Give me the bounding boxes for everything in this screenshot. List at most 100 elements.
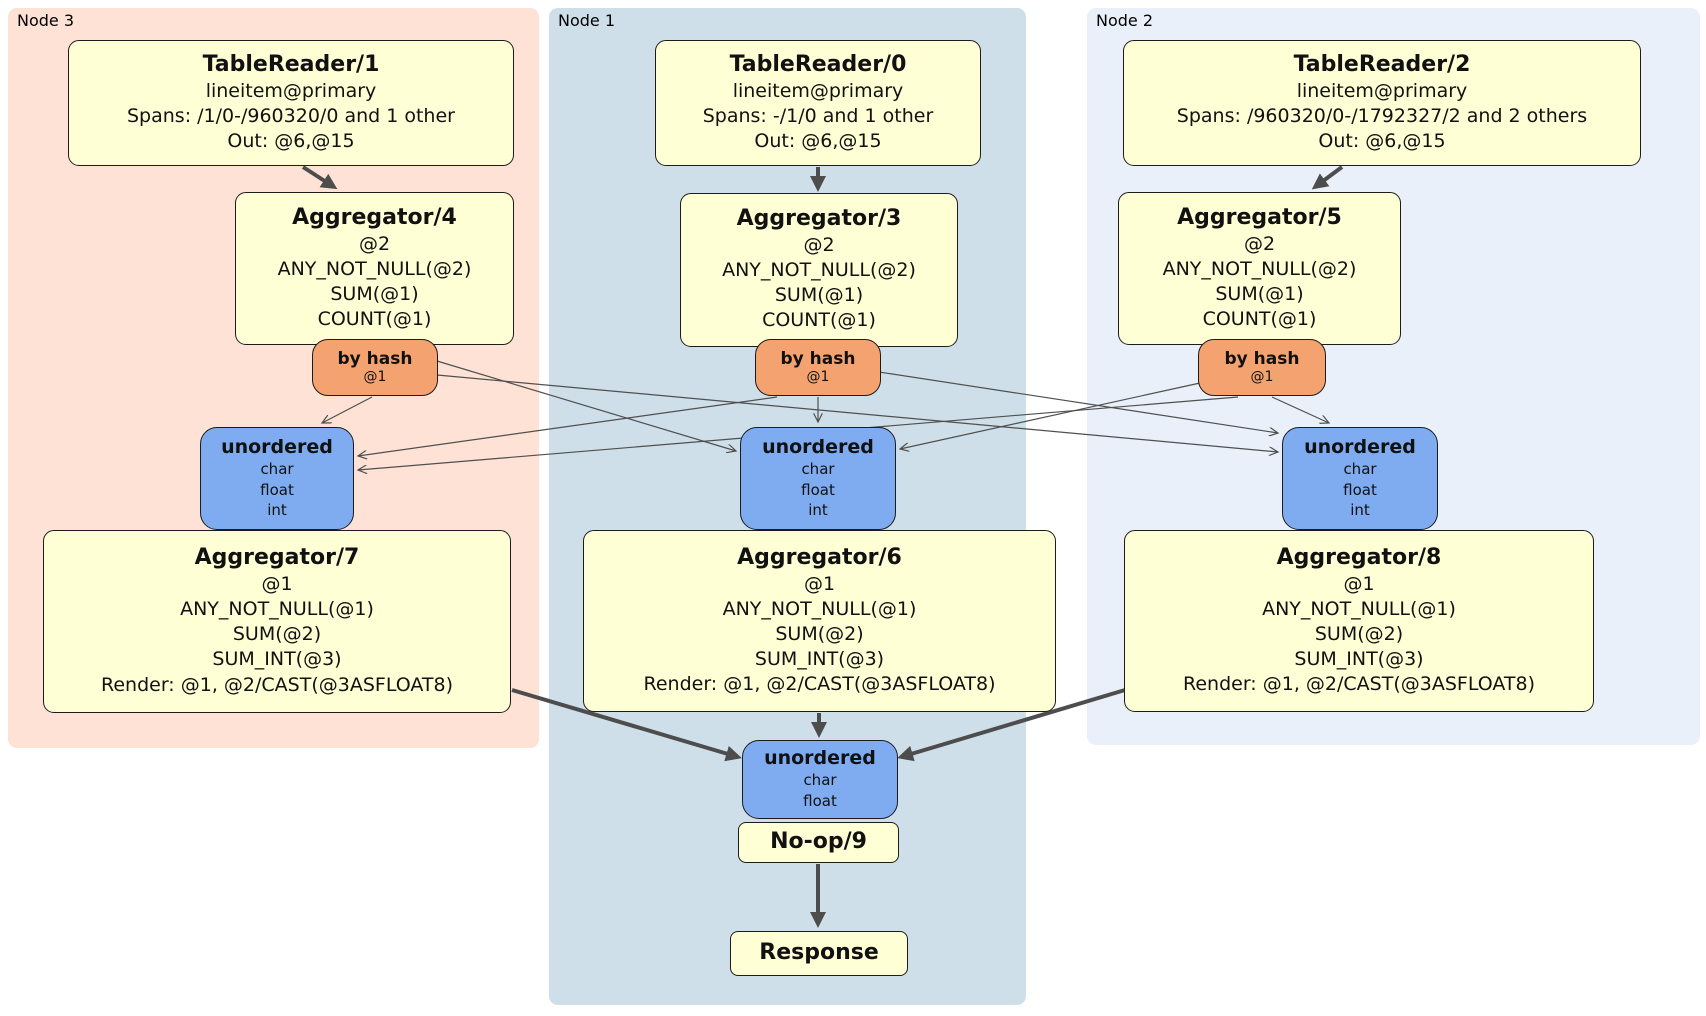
hash-router-center-title: by hash [780, 348, 856, 369]
stream-type: char [260, 459, 294, 478]
stream-type: char [803, 771, 837, 790]
response-title: Response [759, 940, 879, 966]
aggregator-6-fn3: SUM_INT(@3) [754, 647, 885, 670]
aggregator-8-fn2: SUM(@2) [1314, 622, 1404, 645]
edge-tr1-agg4 [301, 165, 338, 190]
aggregator-5-fn3: COUNT(@1) [1202, 307, 1317, 330]
edge-agg7-final [511, 688, 742, 762]
aggregator-3-group: @2 [803, 234, 835, 257]
edge-tr2-agg5 [1311, 165, 1344, 190]
aggregator-8-group: @1 [1343, 572, 1375, 595]
aggregator-7-group: @1 [261, 573, 293, 596]
tablereader-0-out: Out: @6,@15 [754, 129, 882, 152]
aggregator-6-box: Aggregator/6 @1 ANY_NOT_NULL(@1) SUM(@2)… [583, 530, 1056, 712]
aggregator-6-fn1: ANY_NOT_NULL(@1) [722, 597, 917, 620]
aggregator-8-fn3: SUM_INT(@3) [1294, 647, 1424, 670]
edge-hashC-unL [358, 396, 778, 456]
tablereader-1-box: TableReader/1 lineitem@primary Spans: /1… [68, 40, 514, 166]
aggregator-6-title: Aggregator/6 [737, 544, 902, 570]
tablereader-0-index: lineitem@primary [732, 79, 904, 102]
aggregator-4-box: Aggregator/4 @2 ANY_NOT_NULL(@2) SUM(@1)… [235, 192, 514, 345]
node3-label: Node 3 [17, 11, 75, 30]
stream-type: float [801, 480, 835, 499]
tablereader-1-out: Out: @6,@15 [227, 129, 355, 152]
aggregator-8-fn1: ANY_NOT_NULL(@1) [1262, 597, 1456, 620]
stream-type: int [808, 501, 828, 520]
aggregator-4-fn2: SUM(@1) [330, 282, 419, 305]
unordered-sync-left-title: unordered [221, 436, 333, 459]
edge-hashR-unC [900, 382, 1201, 449]
node1-label: Node 1 [558, 11, 616, 30]
tablereader-2-index: lineitem@primary [1296, 79, 1468, 102]
hash-router-right: by hash @1 [1198, 339, 1326, 396]
aggregator-5-box: Aggregator/5 @2 ANY_NOT_NULL(@2) SUM(@1)… [1118, 192, 1401, 345]
aggregator-8-render: Render: @1, @2/CAST(@3ASFLOAT8) [1183, 673, 1535, 696]
unordered-sync-right-title: unordered [1304, 436, 1416, 459]
edge-hashL-unC [436, 360, 736, 451]
tablereader-0-spans: Spans: -/1/0 and 1 other [702, 104, 934, 127]
stream-type: int [1350, 501, 1370, 520]
aggregator-7-box: Aggregator/7 @1 ANY_NOT_NULL(@1) SUM(@2)… [43, 530, 511, 713]
tablereader-1-index: lineitem@primary [205, 79, 377, 102]
response-box: Response [730, 931, 908, 976]
tablereader-1-spans: Spans: /1/0-/960320/0 and 1 other [127, 104, 455, 127]
aggregator-3-fn1: ANY_NOT_NULL(@2) [722, 259, 916, 282]
aggregator-8-title: Aggregator/8 [1276, 544, 1442, 570]
unordered-sync-right: unordered char float int [1282, 427, 1438, 530]
stream-type: float [260, 480, 294, 499]
node2-label: Node 2 [1096, 11, 1154, 30]
aggregator-5-fn1: ANY_NOT_NULL(@2) [1162, 257, 1357, 280]
aggregator-4-fn1: ANY_NOT_NULL(@2) [277, 257, 472, 280]
aggregator-8-box: Aggregator/8 @1 ANY_NOT_NULL(@1) SUM(@2)… [1124, 530, 1594, 712]
aggregator-5-title: Aggregator/5 [1177, 204, 1342, 230]
aggregator-7-fn1: ANY_NOT_NULL(@1) [180, 598, 374, 621]
aggregator-3-fn3: COUNT(@1) [762, 309, 876, 332]
hash-router-center-key: @1 [806, 369, 830, 386]
aggregator-3-title: Aggregator/3 [736, 206, 902, 232]
hash-router-right-title: by hash [1224, 348, 1300, 369]
edge-agg8-final [897, 688, 1126, 762]
unordered-sync-final: unordered char float [742, 740, 898, 819]
edge-hashR-unR [1271, 396, 1329, 423]
stream-type: float [1343, 480, 1377, 499]
thick-edges [301, 165, 1344, 928]
aggregator-5-group: @2 [1243, 232, 1276, 255]
noop-box: No-op/9 [738, 822, 899, 863]
stream-type: char [1343, 459, 1377, 478]
stream-type: int [267, 501, 287, 520]
noop-title: No-op/9 [770, 829, 867, 855]
aggregator-6-render: Render: @1, @2/CAST(@3ASFLOAT8) [643, 673, 996, 696]
unordered-sync-center: unordered char float int [740, 427, 896, 530]
tablereader-2-out: Out: @6,@15 [1318, 129, 1446, 152]
hash-router-right-key: @1 [1250, 369, 1274, 386]
edge-hashL-unR [436, 374, 1278, 452]
unordered-sync-final-title: unordered [764, 747, 876, 770]
hash-router-left-title: by hash [337, 348, 413, 369]
aggregator-7-title: Aggregator/7 [194, 545, 360, 571]
aggregator-7-render: Render: @1, @2/CAST(@3ASFLOAT8) [101, 673, 453, 696]
tablereader-2-box: TableReader/2 lineitem@primary Spans: /9… [1123, 40, 1641, 166]
aggregator-7-fn2: SUM(@2) [232, 623, 322, 646]
aggregator-6-fn2: SUM(@2) [775, 622, 864, 645]
hash-router-left-key: @1 [363, 369, 387, 386]
hash-router-left: by hash @1 [312, 339, 438, 396]
tablereader-0-title: TableReader/0 [729, 51, 907, 77]
edge-hashL-unL [322, 396, 373, 423]
aggregator-3-fn2: SUM(@1) [774, 284, 864, 307]
aggregator-4-group: @2 [358, 232, 391, 255]
aggregator-4-title: Aggregator/4 [292, 204, 457, 230]
aggregator-4-fn3: COUNT(@1) [317, 307, 432, 330]
aggregator-5-fn2: SUM(@1) [1215, 282, 1304, 305]
stream-type: float [803, 791, 837, 810]
aggregator-3-box: Aggregator/3 @2 ANY_NOT_NULL(@2) SUM(@1)… [680, 193, 958, 347]
stream-type: char [801, 459, 835, 478]
tablereader-0-box: TableReader/0 lineitem@primary Spans: -/… [655, 40, 981, 166]
aggregator-7-fn3: SUM_INT(@3) [212, 648, 342, 671]
hash-router-center: by hash @1 [755, 339, 881, 396]
unordered-sync-left: unordered char float int [200, 427, 354, 530]
tablereader-2-spans: Spans: /960320/0-/1792327/2 and 2 others [1176, 104, 1588, 127]
aggregator-6-group: @1 [803, 572, 836, 595]
edge-hashC-unR [878, 371, 1278, 433]
